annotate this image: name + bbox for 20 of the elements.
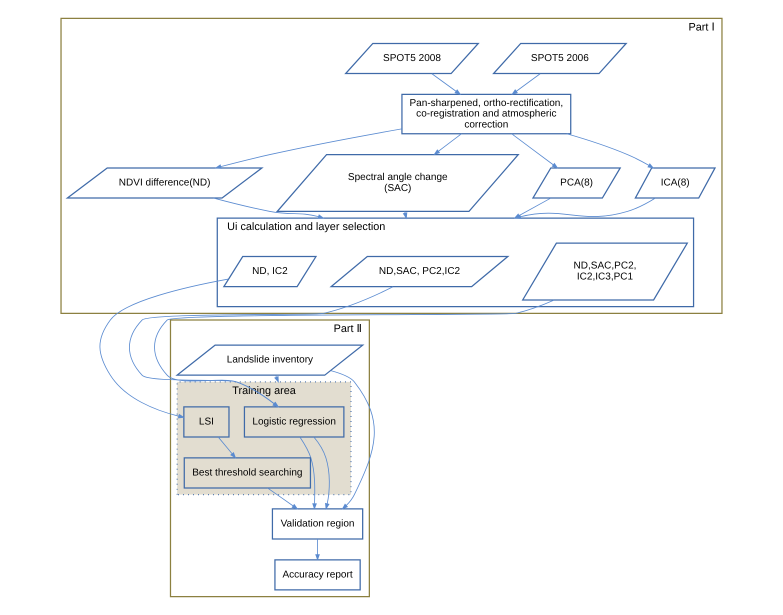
arrow (100, 278, 229, 418)
arrow (274, 374, 279, 384)
node-box: Accuracy report (274, 559, 361, 591)
arrow (433, 133, 462, 156)
arrow (330, 370, 375, 510)
node-box: LSI (183, 406, 230, 438)
node-box: Logistic regression (244, 406, 344, 438)
node-box: Best threshold searching (184, 457, 312, 489)
node-box: Validation region (272, 508, 364, 540)
arrow (213, 198, 325, 219)
node-box: Pan-sharpened, ortho-rectification, co-registration and atmospheric correction (401, 94, 572, 134)
arrow (511, 133, 558, 169)
arrow (431, 73, 462, 96)
arrow (315, 538, 320, 561)
arrow (314, 436, 330, 510)
arrow (300, 436, 317, 510)
arrow (214, 128, 402, 169)
arrow (511, 73, 541, 96)
arrow (218, 436, 236, 459)
arrow (566, 133, 654, 169)
